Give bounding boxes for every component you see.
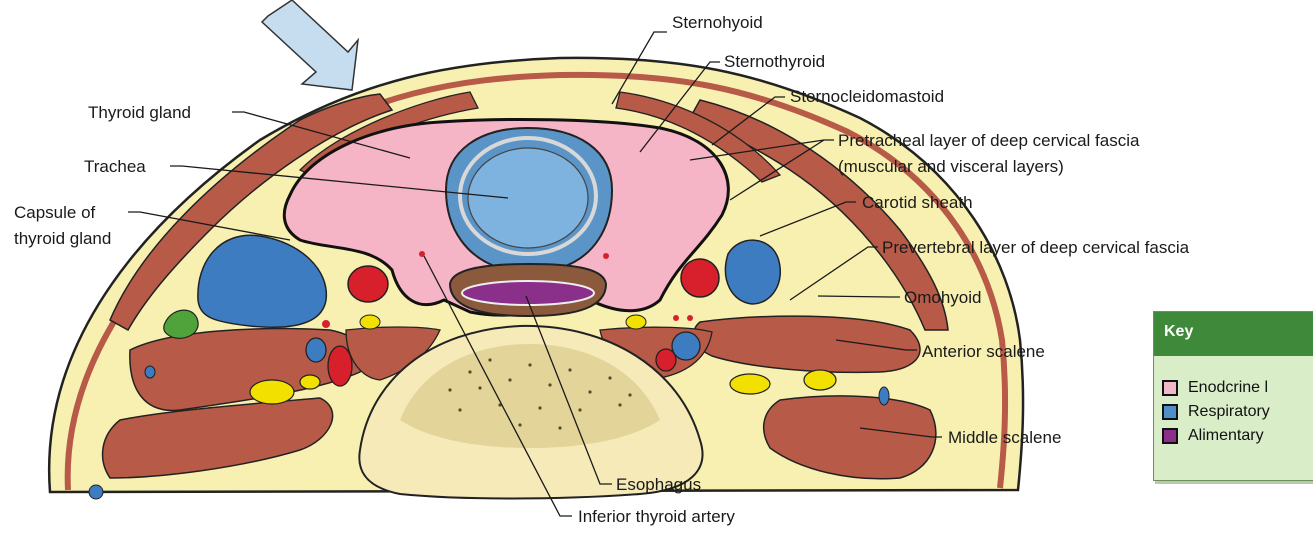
label-sternothyroid: Sternothyroid — [724, 52, 825, 71]
alimentary-swatch — [1162, 428, 1178, 444]
small-vessel-right — [687, 315, 693, 321]
small-vessel-right-2 — [673, 315, 679, 321]
external-jugular-vein-right — [879, 387, 889, 405]
label-pretracheal-line1: Pretracheal layer of deep cervical fasci… — [838, 131, 1140, 150]
respiratory-swatch — [1162, 404, 1178, 420]
key-item-alimentary: Alimentary — [1162, 424, 1313, 448]
trachea-lumen — [468, 148, 588, 248]
small-vessel-left — [322, 320, 330, 328]
key-label-respiratory: Respiratory — [1188, 403, 1270, 421]
key-item-endocrine: Enodcrine l — [1162, 376, 1313, 400]
label-inferior-thyroid-artery: Inferior thyroid artery — [578, 507, 735, 526]
vertebral-artery-left — [328, 346, 352, 386]
nerve-small-right — [626, 315, 646, 329]
label-prevertebral: Prevertebral layer of deep cervical fasc… — [882, 238, 1190, 257]
vertebral-vein-left — [306, 338, 326, 362]
color-key: Key Enodcrine l Respiratory Alimentary — [1153, 311, 1313, 481]
label-capsule-line1: Capsule of — [14, 203, 96, 222]
key-item-respiratory: Respiratory — [1162, 400, 1313, 424]
superficial-vein-left — [89, 485, 103, 499]
key-list: Enodcrine l Respiratory Alimentary — [1154, 356, 1313, 448]
label-carotid-sheath: Carotid sheath — [862, 193, 973, 212]
internal-jugular-vein-right — [725, 240, 780, 304]
label-thyroid-gland: Thyroid gland — [88, 103, 191, 122]
label-anterior-scalene: Anterior scalene — [922, 342, 1045, 361]
key-label-endocrine: Enodcrine l — [1188, 379, 1268, 397]
common-carotid-artery-left — [348, 266, 388, 302]
endocrine-swatch — [1162, 380, 1178, 396]
common-carotid-artery-right — [681, 259, 719, 297]
vertebral-vein-right — [672, 332, 700, 360]
label-sternocleidomastoid: Sternocleidomastoid — [790, 87, 944, 106]
nerve-trunk-left-2 — [300, 375, 320, 389]
label-esophagus: Esophagus — [616, 475, 701, 494]
label-middle-scalene: Middle scalene — [948, 428, 1061, 447]
label-pretracheal-line2: (muscular and visceral layers) — [838, 157, 1064, 176]
nerve-trunk-right — [730, 374, 770, 394]
key-title: Key — [1154, 312, 1313, 356]
label-capsule-line2: thyroid gland — [14, 229, 111, 248]
label-omohyoid: Omohyoid — [904, 288, 981, 307]
inferior-thyroid-artery-right-dot — [603, 253, 609, 259]
key-label-alimentary: Alimentary — [1188, 427, 1264, 445]
label-sternohyoid: Sternohyoid — [672, 13, 763, 32]
view-direction-arrow — [262, 0, 358, 90]
nerve-trunk-right-2 — [804, 370, 836, 390]
nerve-small-left — [360, 315, 380, 329]
external-jugular-vein-left — [145, 366, 155, 378]
label-trachea: Trachea — [84, 157, 146, 176]
nerve-trunk-left — [250, 380, 294, 404]
